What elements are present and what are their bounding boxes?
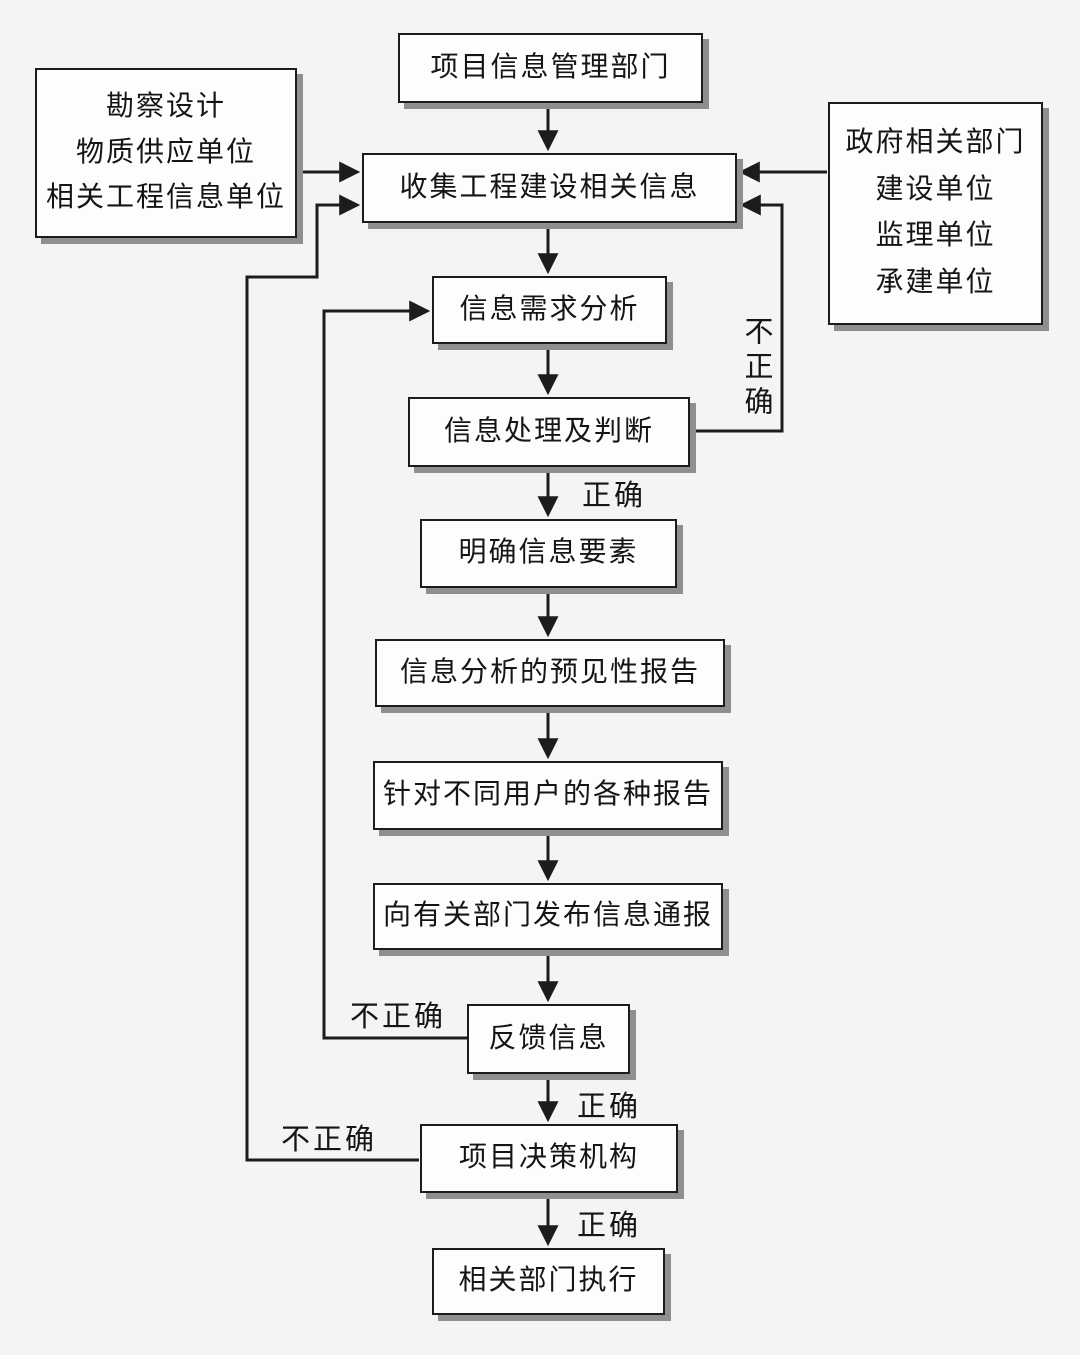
node-feedback-info: 反馈信息 [467,1004,630,1074]
node-info-mgmt-dept: 项目信息管理部门 [398,33,703,103]
node-external-sources-left: 勘察设计 物质供应单位 相关工程信息单位 [35,68,297,238]
node-line: 政府相关部门 [845,126,1026,158]
node-execute-dept: 相关部门执行 [432,1248,665,1315]
edge-label-judge-incorrect: 不正确 [740,316,772,421]
node-process-judge: 信息处理及判断 [408,397,690,467]
node-label: 针对不同用户的各种报告 [382,779,713,811]
node-line: 监理单位 [875,220,996,252]
node-label: 信息需求分析 [459,293,640,325]
node-line: 相关工程信息单位 [45,181,286,213]
node-label: 向有关部门发布信息通报 [382,900,713,932]
node-decision-org: 项目决策机构 [420,1124,678,1193]
node-label: 相关部门执行 [458,1265,639,1297]
edge-label-decision-incorrect: 不正确 [281,1124,378,1156]
edge-label-feedback-correct: 正确 [577,1091,642,1123]
node-user-reports: 针对不同用户的各种报告 [373,761,723,830]
node-demand-analysis: 信息需求分析 [432,276,667,344]
node-line: 承建单位 [875,267,996,299]
node-publish-bulletin: 向有关部门发布信息通报 [373,883,723,950]
edge-label-feedback-incorrect: 不正确 [350,1001,447,1033]
node-label: 反馈信息 [488,1022,609,1054]
node-label: 信息分析的预见性报告 [399,656,700,688]
node-label: 明确信息要素 [458,537,639,569]
edge-label-decision-correct: 正确 [577,1210,642,1242]
node-line: 物质供应单位 [75,136,256,168]
node-label: 信息处理及判断 [443,415,654,447]
node-clarify-elements: 明确信息要素 [420,519,677,588]
edge-label-judge-correct: 正确 [582,480,647,512]
edge-decision-incorrect-to-collect [245,194,419,1162]
node-label: 项目信息管理部门 [430,51,671,83]
node-collect-info: 收集工程建设相关信息 [362,153,737,223]
node-predictive-report: 信息分析的预见性报告 [375,639,725,707]
edge-judge-incorrect-to-collect [690,194,784,433]
node-line: 建设单位 [875,173,996,205]
node-line: 勘察设计 [105,91,226,123]
node-label: 收集工程建设相关信息 [399,171,700,203]
node-external-sources-right: 政府相关部门 建设单位 监理单位 承建单位 [828,102,1043,325]
node-label: 项目决策机构 [458,1142,639,1174]
edge-feedback-incorrect-to-demand [322,300,468,1040]
